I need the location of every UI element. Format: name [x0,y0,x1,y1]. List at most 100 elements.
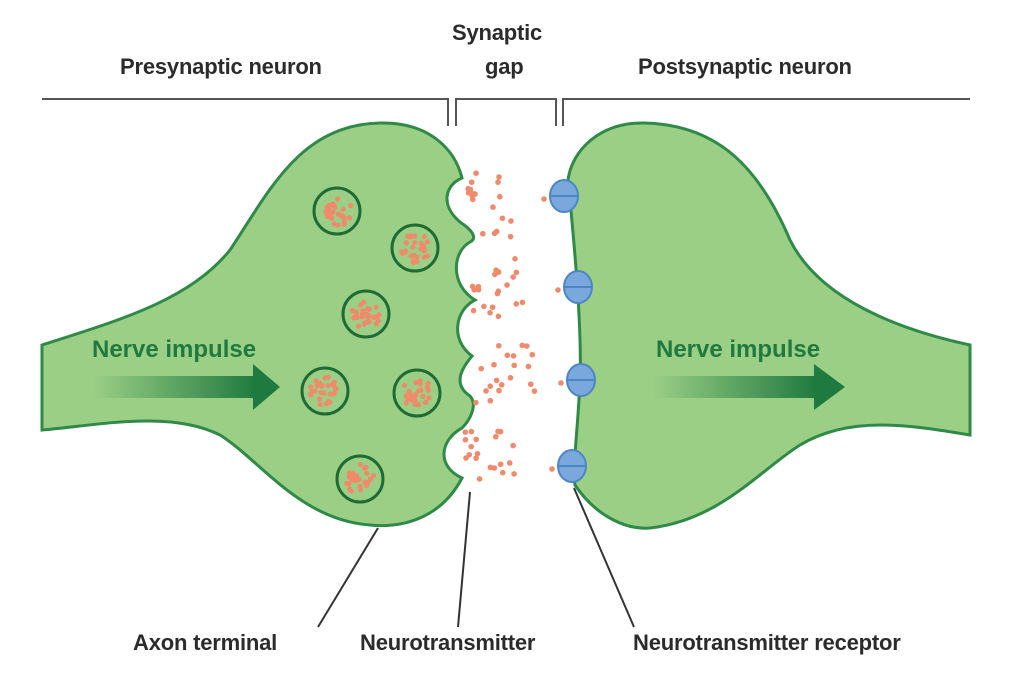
receptor-callout-line [573,487,635,628]
neurotransmitter-dot [495,179,501,185]
neurotransmitter-dot [510,353,517,359]
neurotransmitter-dot [493,433,499,440]
postsynaptic-label: Postsynaptic neuron [638,54,852,79]
neurotransmitter-dot [507,374,514,381]
neurotransmitter-dot [519,299,526,306]
neurotransmitter-dot [468,443,474,450]
neurotransmitter-dot [483,388,489,394]
receptor [541,179,579,213]
neurotransmitter-dot [499,469,506,476]
neurotransmitter-dot [493,377,500,384]
neurotransmitter-dot [511,362,518,369]
neurotransmitter-dot [498,382,505,388]
axon-terminal-shape [40,121,479,528]
neurotransmitter-dot [510,442,516,449]
neurotransmitter-dot [462,436,469,443]
neurotransmitter-dot [491,230,498,237]
neurotransmitter-dot [468,428,475,435]
neurotransmitter-dot [481,303,487,310]
neurotransmitter-dot [491,361,497,368]
vesicle [392,368,442,418]
neurotransmitter-dot [470,307,477,314]
neurotransmitter-dot [489,304,496,311]
neurotransmitter-dot [496,387,502,394]
presynaptic-label: Presynaptic neuron [120,54,322,79]
vesicles [300,186,442,504]
neurotransmitter-dot [504,282,510,288]
neurotransmitter-dot [519,342,526,349]
neurotransmitter-dot [469,196,476,203]
neurotransmitter-dot [499,215,506,222]
receptors [541,179,596,483]
neurotransmitter-dot [495,342,502,349]
presynaptic-bracket [42,98,449,126]
neurotransmitter-dot [467,186,474,193]
neurotransmitter-dot [468,179,475,186]
neurotransmitter-dot [480,230,486,237]
receptor-label: Neurotransmitter receptor [633,630,901,655]
vesicle [341,289,391,339]
neurotransmitter-dot [513,269,520,276]
neurotransmitter-dot [497,461,504,468]
arrow-right [652,364,845,410]
neurotransmitter-dot [494,290,501,297]
neurotransmitter-dot [512,256,518,262]
neurotransmitter-dot [525,363,532,370]
neurotransmitter-dot [473,455,479,461]
neurotransmitter-dot [474,450,481,457]
gap-bracket [455,98,557,126]
neurotransmitter-dot [487,310,493,316]
neurotransmitter-dot [529,351,536,358]
receptor [558,363,596,397]
nerve-impulse-left-label: Nerve impulse [92,336,257,363]
neurotransmitter-dot [492,271,498,278]
neurotransmitter-dot [497,193,503,200]
arrow-left [92,364,280,410]
neurotransmitter-callout-line [457,491,471,628]
neurotransmitter-dot [471,286,478,293]
receptor [555,270,593,304]
axon-terminal-callout-line [317,527,379,628]
neurotransmitter-dot [495,313,502,320]
neurotransmitter-dot [473,170,479,176]
neurotransmitter-dot [463,455,469,461]
neurotransmitter-dot [493,267,499,273]
postsynaptic-bracket [562,98,970,126]
vesicle [300,366,350,416]
nerve-impulse-right-label: Nerve impulse [656,336,821,363]
neurotransmitter-dot [524,343,530,349]
neurotransmitter-dot [476,476,483,482]
vesicle [335,454,385,504]
neurotransmitter-dot [507,233,514,240]
vesicle [312,186,362,236]
neurotransmitter-dot [508,218,514,224]
receptor [549,449,587,483]
neurotransmitter-dot [473,436,480,443]
neurotransmitter-dot [475,283,482,290]
neurotransmitter-dot [478,365,485,372]
neurotransmitter-dot [496,174,502,180]
neurotransmitter-dot [473,399,479,406]
gap-label-line2: gap [485,54,524,79]
neurotransmitter-dots [462,170,538,482]
neurotransmitter-dot [491,465,498,471]
neurotransmitter-dot [531,388,538,394]
axon-terminal-label: Axon terminal [133,630,278,655]
neurotransmitter-dot [462,429,469,435]
neurotransmitter-dot [504,352,511,359]
vesicle [390,223,440,273]
neurotransmitter-dot [511,471,517,477]
neurotransmitter-dot [490,204,496,210]
postsynaptic-shape [566,121,972,530]
gap-label-line1: Synaptic [452,20,543,45]
neurotransmitter-dot [506,460,513,466]
neurotransmitter-label: Neurotransmitter [360,630,536,655]
neurotransmitter-dot [510,274,516,280]
neurotransmitter-dot [487,383,494,390]
brackets [42,98,970,126]
neurotransmitter-dot [513,301,520,307]
neurotransmitter-dot [497,428,504,435]
neurotransmitter-dot [470,191,477,197]
neurotransmitter-dot [527,381,534,388]
